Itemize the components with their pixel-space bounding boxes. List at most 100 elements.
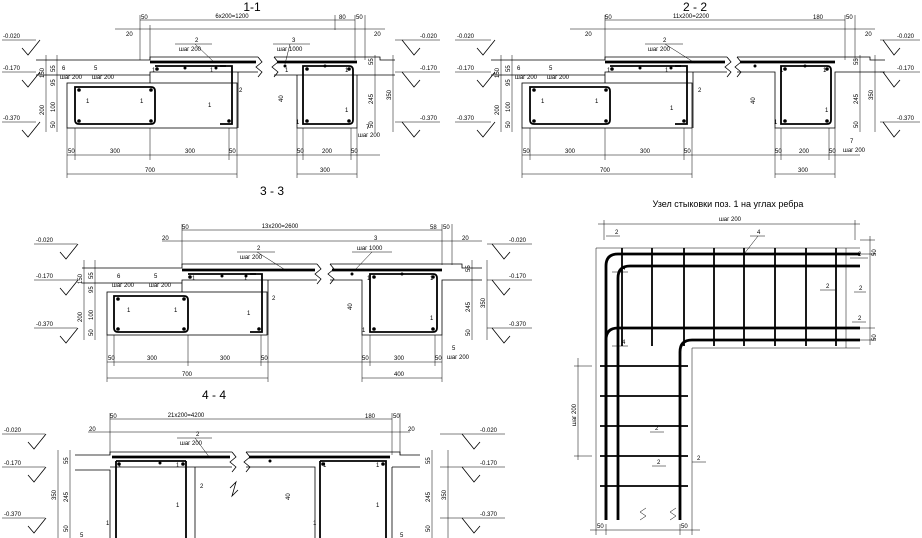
section-2-2: 2 - 2 20 50 11x200=2200 180 50 20 -0.020… [455, 0, 920, 178]
dim-55: 55 [51, 65, 57, 72]
section-title: 3 - 3 [260, 184, 284, 198]
level-label: -0.370 [420, 116, 438, 122]
dim-245: 245 [426, 491, 432, 502]
dim-20: 20 [462, 236, 469, 242]
pos-5-step: шаг 200 [547, 75, 570, 81]
dim-50: 50 [605, 15, 612, 21]
pos-1-label: 1 [825, 108, 829, 114]
dim-top-spacing: 13x200=2600 [262, 224, 299, 230]
pos-1-label: 1 [541, 99, 545, 105]
dim-300: 300 [110, 149, 121, 155]
pos-2-step: шаг 200 [180, 441, 203, 447]
level-label: -0.370 [3, 116, 21, 122]
level-label: -0.170 [897, 66, 915, 72]
pos-1-label: 1 [152, 68, 156, 74]
pos-4-label: 4 [622, 266, 626, 272]
dim-50: 50 [108, 356, 115, 362]
dim-50: 50 [435, 356, 442, 362]
dim-50: 50 [182, 225, 189, 231]
pos-2-step: шаг 200 [179, 47, 202, 53]
dim-300: 300 [394, 356, 405, 362]
level-label: -0.020 [897, 34, 915, 40]
node-title: Узел стыковки поз. 1 на углах ребра [653, 199, 804, 209]
dim-50: 50 [854, 121, 860, 128]
dim-50: 50 [681, 524, 688, 530]
level-label: -0.170 [480, 461, 498, 467]
pos-4-label: 4 [622, 340, 626, 346]
dim-50: 50 [443, 225, 450, 231]
pos-7-step: шаг 200 [358, 133, 381, 139]
dim-20: 20 [162, 236, 169, 242]
dim-150: 150 [78, 273, 84, 284]
pos-1-label: 1 [823, 68, 827, 74]
dim-50: 50 [523, 149, 530, 155]
pos-1-label: 1 [208, 103, 212, 109]
dim-50: 50 [297, 149, 304, 155]
level-label: -0.170 [4, 461, 22, 467]
pos-3-step: шаг 1000 [357, 246, 383, 252]
dim-180: 180 [365, 414, 376, 420]
pos-5-step: шаг 200 [447, 355, 470, 361]
dim-180: 180 [813, 15, 824, 21]
pos-5-label: 5 [80, 533, 84, 538]
dim-20: 20 [865, 32, 872, 38]
dim-50: 50 [393, 414, 400, 420]
dim-200: 200 [799, 149, 810, 155]
pos-1-label: 1 [430, 276, 434, 282]
pos-1-label: 1 [192, 276, 196, 282]
pos-2-label: 2 [272, 296, 276, 302]
dim-58: 58 [430, 225, 437, 231]
dim-20: 20 [89, 427, 96, 433]
pos-1-label: 1 [595, 99, 599, 105]
level-label: -0.020 [509, 238, 527, 244]
dim-80: 80 [339, 15, 346, 21]
dim-300: 300 [798, 168, 809, 174]
dim-50: 50 [775, 149, 782, 155]
pos-1-label: 1 [118, 463, 122, 469]
dim-300: 300 [147, 356, 158, 362]
level-label: -0.170 [3, 66, 21, 72]
dim-top-spacing: 6x200=1200 [215, 14, 249, 20]
dim-20: 20 [126, 32, 133, 38]
dim-50: 50 [68, 149, 75, 155]
dim-50: 50 [351, 149, 358, 155]
dim-40: 40 [751, 97, 757, 104]
dim-20: 20 [585, 32, 592, 38]
level-marks-right: -0.020 -0.170 -0.370 [880, 34, 920, 138]
dim-150: 150 [495, 67, 501, 78]
pos-1-label: 1 [780, 68, 784, 74]
level-label: -0.370 [36, 322, 54, 328]
pos-5-label: 5 [154, 274, 158, 280]
dim-245: 245 [369, 93, 375, 104]
dim-200: 200 [495, 104, 501, 115]
dim-40: 40 [279, 95, 285, 102]
level-marks-right: -0.020 -0.170 -0.370 [440, 428, 505, 534]
dim-55: 55 [369, 58, 375, 65]
dim-300: 300 [320, 168, 331, 174]
pos-5-label: 5 [94, 66, 98, 72]
dim-300: 300 [565, 149, 576, 155]
step-label-top: шаг 200 [719, 217, 742, 223]
pos-5-step: шаг 200 [92, 75, 115, 81]
dim-50: 50 [829, 149, 836, 155]
level-marks-right: -0.020 -0.170 -0.370 [395, 34, 440, 138]
pos-1-label: 1 [244, 276, 248, 282]
pos-1-label: 1 [670, 106, 674, 112]
pos-1-label: 1 [296, 120, 300, 126]
level-label: -0.020 [457, 34, 475, 40]
level-label: -0.370 [480, 512, 498, 518]
dim-50: 50 [141, 15, 148, 21]
pos-2-label: 2 [196, 432, 200, 438]
pos-2-label: 2 [858, 252, 862, 258]
pos-1-label: 1 [345, 68, 349, 74]
dim-350: 350 [52, 489, 58, 500]
level-label: -0.020 [480, 428, 498, 434]
dim-50: 50 [261, 356, 268, 362]
dim-700: 700 [145, 168, 156, 174]
dim-50: 50 [229, 149, 236, 155]
dim-50: 50 [356, 15, 363, 21]
level-label: -0.170 [457, 66, 475, 72]
dim-55: 55 [506, 65, 512, 72]
pos-1-label: 1 [127, 308, 131, 314]
